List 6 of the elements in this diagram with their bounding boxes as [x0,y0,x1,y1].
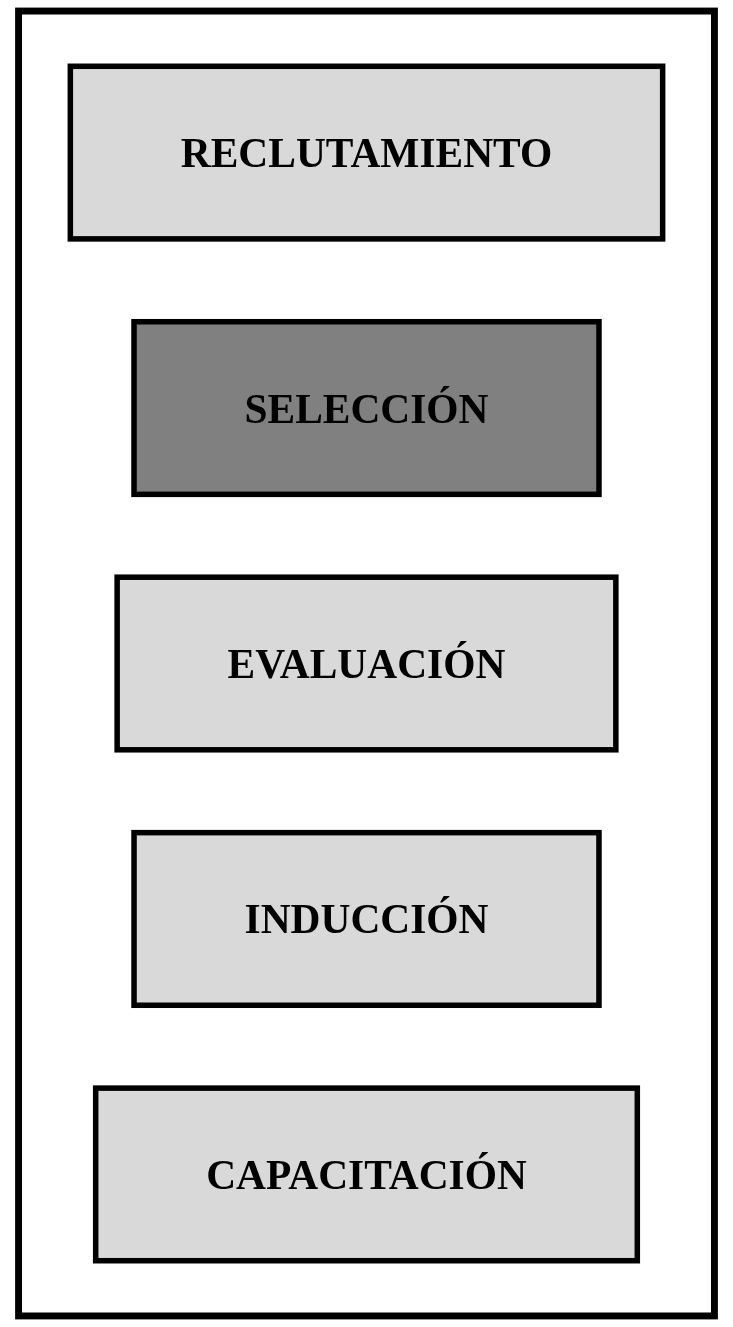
node-box: RECLUTAMIENTO [67,63,666,242]
node-box: SELECCIÓN [131,319,602,498]
node-box: INDUCCIÓN [131,829,602,1008]
node-box: CAPACITACIÓN [92,1085,641,1264]
node-box: EVALUACIÓN [114,574,619,753]
cluster [15,7,718,1320]
